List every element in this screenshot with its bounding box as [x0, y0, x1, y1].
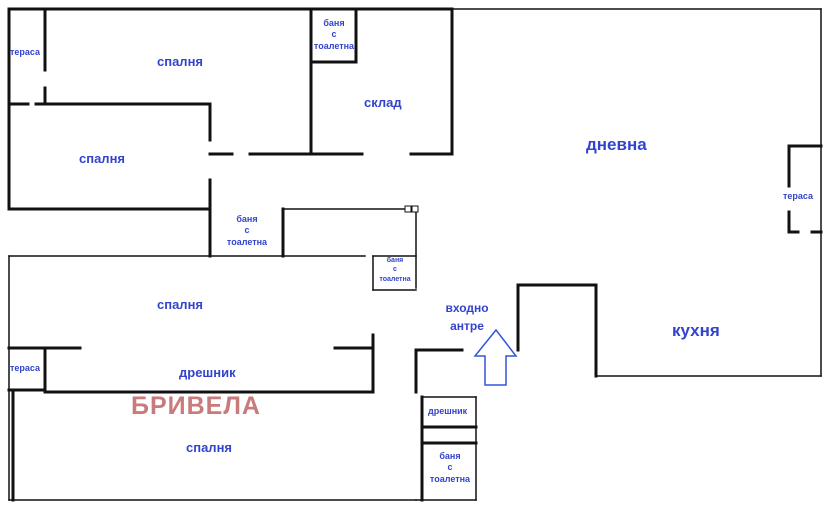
- terasa-top-left-label: тераса: [10, 47, 41, 57]
- bedroom-bottom-label: спалня: [186, 440, 233, 455]
- bathroom-small-label: баня с тоалетна: [379, 257, 411, 283]
- entrance-label: входно антре: [445, 301, 489, 333]
- terasa-right-label: тераса: [783, 191, 814, 201]
- bedroom-top-label: спалня: [157, 54, 204, 69]
- watermark-logo: БРИВЕЛА: [131, 392, 261, 420]
- bedroom-left-label: спалня: [79, 151, 126, 166]
- living-room-label: дневна: [586, 135, 647, 154]
- bathroom-middle-label: баня с тоалетна: [226, 214, 268, 247]
- bathroom-bottom-label: баня с тоалетна: [429, 451, 471, 484]
- wardrobe-left-label: дрешник: [179, 365, 236, 380]
- kitchen-label: кухня: [672, 321, 720, 340]
- entrance-arrow-icon: [473, 328, 518, 386]
- wardrobe-right-label: дрешник: [428, 406, 468, 416]
- terasa-bottom-left-label: тераса: [10, 363, 41, 373]
- bedroom-middle-label: спалня: [157, 297, 204, 312]
- storage-label: склад: [364, 95, 402, 110]
- bathroom-top-label: баня с тоалетна: [313, 18, 355, 51]
